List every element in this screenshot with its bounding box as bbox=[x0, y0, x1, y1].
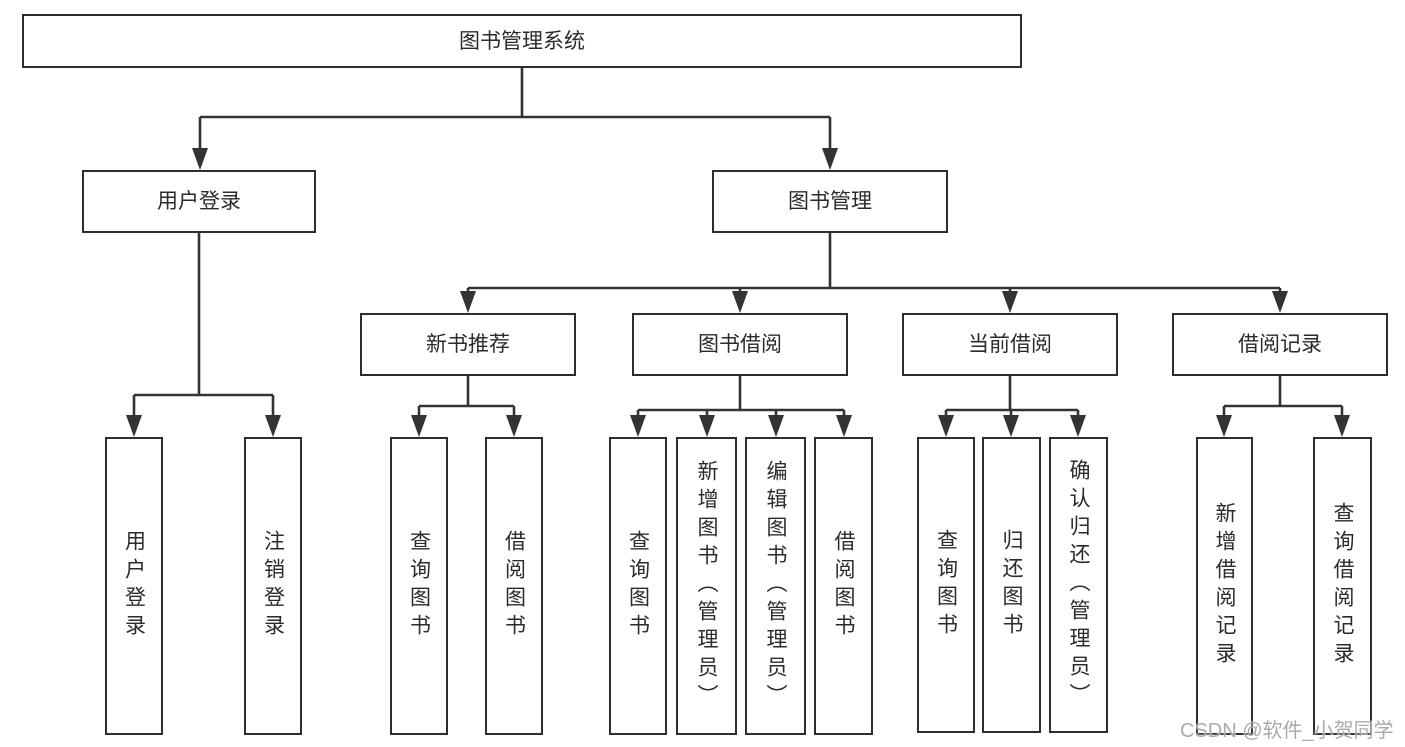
node-nbr-borrow-books: 借阅图书 bbox=[485, 437, 543, 735]
arrowhead bbox=[192, 148, 208, 170]
arrowhead bbox=[938, 415, 954, 437]
node-label: 新增借阅记录 bbox=[1213, 502, 1236, 670]
node-new-book-recommendation: 新书推荐 bbox=[360, 313, 576, 376]
arrowhead bbox=[1334, 415, 1350, 437]
node-br-add-record: 新增借阅记录 bbox=[1196, 437, 1253, 735]
arrowhead bbox=[265, 415, 281, 437]
node-label: 图书借阅 bbox=[698, 333, 782, 356]
arrowhead bbox=[1003, 415, 1019, 437]
arrowhead bbox=[822, 148, 838, 170]
node-label: 注销登录 bbox=[261, 530, 285, 642]
csdn-watermark: CSDN @软件_小贺同学 bbox=[1180, 720, 1394, 742]
node-bb-borrow-books: 借阅图书 bbox=[814, 437, 873, 735]
node-label: 图书管理 bbox=[788, 190, 872, 213]
node-borrowing-records: 借阅记录 bbox=[1172, 313, 1388, 376]
arrowhead bbox=[506, 415, 522, 437]
node-cb-return-books: 归还图书 bbox=[982, 437, 1041, 733]
node-current-borrowing: 当前借阅 bbox=[902, 313, 1118, 376]
node-label: 当前借阅 bbox=[968, 333, 1052, 356]
node-label: 编辑图书（管理员） bbox=[764, 460, 787, 712]
arrowhead bbox=[699, 415, 715, 437]
node-cb-query-books: 查询图书 bbox=[917, 437, 975, 733]
arrowhead bbox=[126, 415, 142, 437]
node-label: 确认归还（管理员） bbox=[1067, 459, 1090, 711]
node-user-login-action: 用户登录 bbox=[105, 437, 163, 735]
node-label: 借阅记录 bbox=[1238, 333, 1322, 356]
node-logout: 注销登录 bbox=[244, 437, 302, 735]
node-label: 图书管理系统 bbox=[459, 29, 585, 53]
arrowhead bbox=[1070, 415, 1086, 437]
node-book-management-system: 图书管理系统 bbox=[22, 14, 1022, 68]
arrowhead bbox=[460, 291, 476, 313]
node-label: 用户登录 bbox=[157, 190, 241, 213]
node-label: 查询图书 bbox=[626, 530, 650, 642]
node-label: 新书推荐 bbox=[426, 333, 510, 356]
arrowhead bbox=[1272, 291, 1288, 313]
node-book-management: 图书管理 bbox=[712, 170, 948, 233]
node-book-borrowing: 图书借阅 bbox=[632, 313, 848, 376]
node-nbr-query-books: 查询图书 bbox=[390, 437, 448, 735]
node-user-login: 用户登录 bbox=[82, 170, 316, 233]
node-bb-query-books: 查询图书 bbox=[609, 437, 667, 735]
arrowhead bbox=[630, 415, 646, 437]
node-bb-add-book-admin: 新增图书（管理员） bbox=[676, 437, 737, 735]
arrowhead bbox=[768, 415, 784, 437]
arrowhead bbox=[836, 415, 852, 437]
arrowhead bbox=[411, 415, 427, 437]
node-bb-edit-book-admin: 编辑图书（管理员） bbox=[745, 437, 806, 735]
node-label: 借阅图书 bbox=[832, 530, 855, 642]
node-br-query-record: 查询借阅记录 bbox=[1313, 437, 1372, 735]
arrowhead bbox=[732, 291, 748, 313]
node-cb-confirm-return-admin: 确认归还（管理员） bbox=[1049, 437, 1108, 733]
node-label: 借阅图书 bbox=[502, 530, 526, 642]
node-label: 查询图书 bbox=[407, 530, 431, 642]
node-label: 新增图书（管理员） bbox=[695, 460, 718, 712]
node-label: 用户登录 bbox=[122, 530, 146, 642]
node-label: 归还图书 bbox=[1000, 529, 1023, 641]
arrowhead bbox=[1002, 291, 1018, 313]
node-label: 查询图书 bbox=[934, 529, 958, 641]
arrowhead bbox=[1216, 415, 1232, 437]
node-label: 查询借阅记录 bbox=[1331, 502, 1354, 670]
